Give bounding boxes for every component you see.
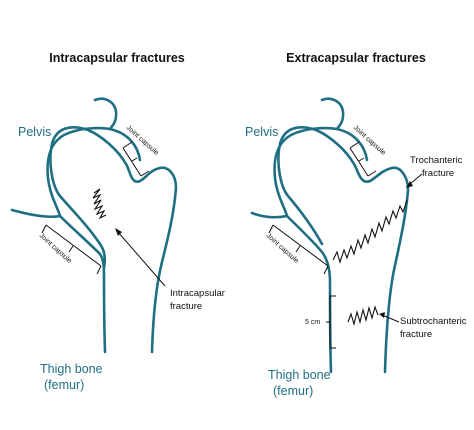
left-lower-capsule-bracket	[41, 224, 102, 275]
right-trochanteric-label-line2: fracture	[422, 168, 454, 179]
right-subtrochanteric-pointer	[381, 314, 400, 323]
left-acetabulum-rim	[108, 127, 142, 162]
left-fracture-pointer-head	[115, 228, 122, 236]
right-trochanteric-pointer-head	[406, 181, 413, 188]
left-upper-capsule-bracket	[122, 141, 150, 177]
left-pelvis-label: Pelvis	[18, 125, 51, 139]
right-subtrochanteric-label-line1: Subtrochanteric	[400, 316, 467, 327]
right-acetabulum-rim	[335, 127, 369, 162]
right-panel: Extracapsular fractures Joint capsule Jo…	[245, 51, 467, 398]
left-fracture-pointer	[117, 231, 166, 287]
right-measure-bracket	[326, 295, 336, 349]
left-lower-capsule-label: Joint capsule	[38, 232, 73, 265]
left-panel-title: Intracapsular fractures	[49, 51, 185, 65]
left-intracapsular-fracture-line	[92, 188, 107, 220]
right-trochanteric-pointer	[409, 173, 423, 185]
right-thigh-label-line1: Thigh bone	[268, 368, 331, 382]
right-thigh-label-line2: (femur)	[273, 384, 313, 398]
right-measure-label: 5 cm	[305, 319, 320, 326]
right-pelvis-label: Pelvis	[245, 125, 278, 139]
left-thigh-label-line2: (femur)	[44, 378, 84, 392]
left-femoral-neck-fill-line	[98, 242, 107, 270]
right-lower-capsule-bracket	[268, 224, 329, 275]
right-subtrochanteric-label-line2: fracture	[400, 329, 432, 340]
left-femur-outline	[49, 126, 178, 354]
left-fracture-label-line2: fracture	[170, 301, 202, 312]
right-trochanteric-fracture-line	[332, 199, 408, 264]
right-panel-title: Extracapsular fractures	[286, 51, 426, 65]
right-lower-capsule-label: Joint capsule	[265, 232, 300, 265]
right-trochanteric-label-line1: Trochanteric	[410, 155, 463, 166]
left-thigh-label-line1: Thigh bone	[40, 362, 103, 376]
right-pelvis-outline	[250, 97, 345, 219]
left-panel: Intracapsular fractures Joint capsule Jo…	[10, 51, 225, 392]
right-upper-capsule-bracket	[349, 141, 377, 177]
right-subtrochanteric-pointer-head	[379, 312, 385, 318]
left-fracture-label-line1: Intracapsular	[170, 288, 225, 299]
right-subtrochanteric-fracture-line	[347, 305, 379, 327]
